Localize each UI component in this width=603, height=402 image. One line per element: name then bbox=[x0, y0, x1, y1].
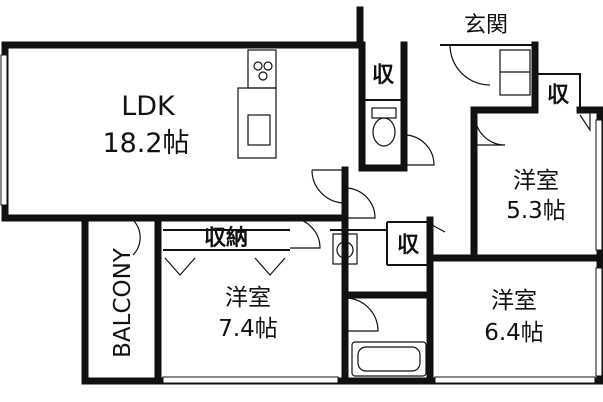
shoe-cabinet bbox=[499, 49, 531, 96]
washbasin bbox=[332, 233, 358, 265]
storage-label-3: 収 bbox=[397, 233, 420, 258]
interior-walls bbox=[163, 41, 603, 385]
closet-markers bbox=[164, 112, 591, 276]
windows bbox=[0, 54, 603, 384]
storage-label-1: 収 bbox=[372, 63, 395, 88]
western-b-size: 7.4帖 bbox=[218, 316, 278, 342]
doors bbox=[132, 44, 506, 332]
western-c-size: 6.4帖 bbox=[484, 320, 544, 346]
sink bbox=[247, 114, 271, 146]
bathtub bbox=[351, 341, 427, 377]
ldk-name: LDK bbox=[121, 91, 176, 122]
western-b-name: 洋室 bbox=[225, 285, 271, 311]
western-a-name: 洋室 bbox=[513, 168, 559, 194]
kitchen bbox=[237, 49, 277, 159]
western-c-name: 洋室 bbox=[491, 288, 537, 314]
counter bbox=[237, 87, 277, 159]
entrance-label: 玄関 bbox=[464, 13, 508, 38]
balcony-label: BALCONY bbox=[110, 247, 136, 358]
closet-label: 収納 bbox=[204, 225, 248, 251]
storage-label-2: 収 bbox=[547, 83, 570, 108]
ldk-size: 18.2帖 bbox=[102, 128, 189, 159]
stove bbox=[247, 49, 277, 89]
toilet bbox=[371, 107, 397, 147]
western-a-size: 5.3帖 bbox=[506, 198, 566, 224]
